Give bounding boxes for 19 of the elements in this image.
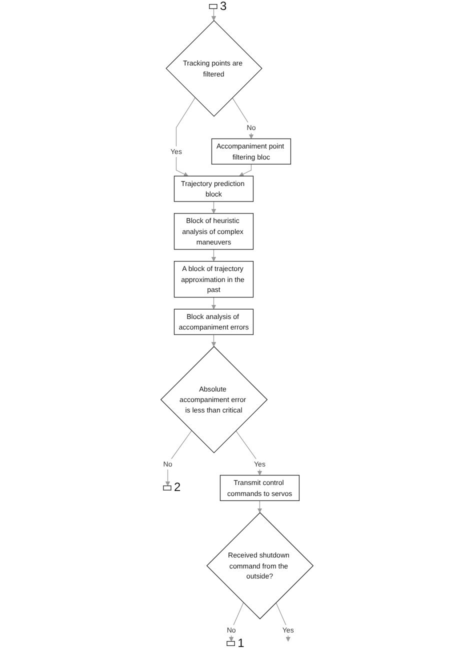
connector-number: 3 bbox=[220, 0, 227, 12]
connector-number: 1 bbox=[238, 636, 244, 650]
connector-symbol bbox=[209, 4, 218, 9]
arrow bbox=[228, 602, 244, 642]
arrow bbox=[176, 97, 196, 176]
connector-symbol bbox=[163, 485, 172, 490]
arrow bbox=[257, 500, 262, 513]
arrow bbox=[211, 8, 216, 21]
arrow bbox=[211, 249, 216, 262]
connector-number: 2 bbox=[174, 480, 181, 494]
arrow bbox=[211, 296, 216, 310]
connector-symbol bbox=[226, 641, 235, 646]
arrow bbox=[232, 97, 254, 139]
arrow bbox=[211, 201, 216, 214]
arrow bbox=[211, 334, 216, 347]
arrow bbox=[239, 164, 252, 176]
arrow bbox=[276, 602, 290, 642]
arrow bbox=[236, 430, 262, 476]
arrow bbox=[165, 430, 192, 486]
